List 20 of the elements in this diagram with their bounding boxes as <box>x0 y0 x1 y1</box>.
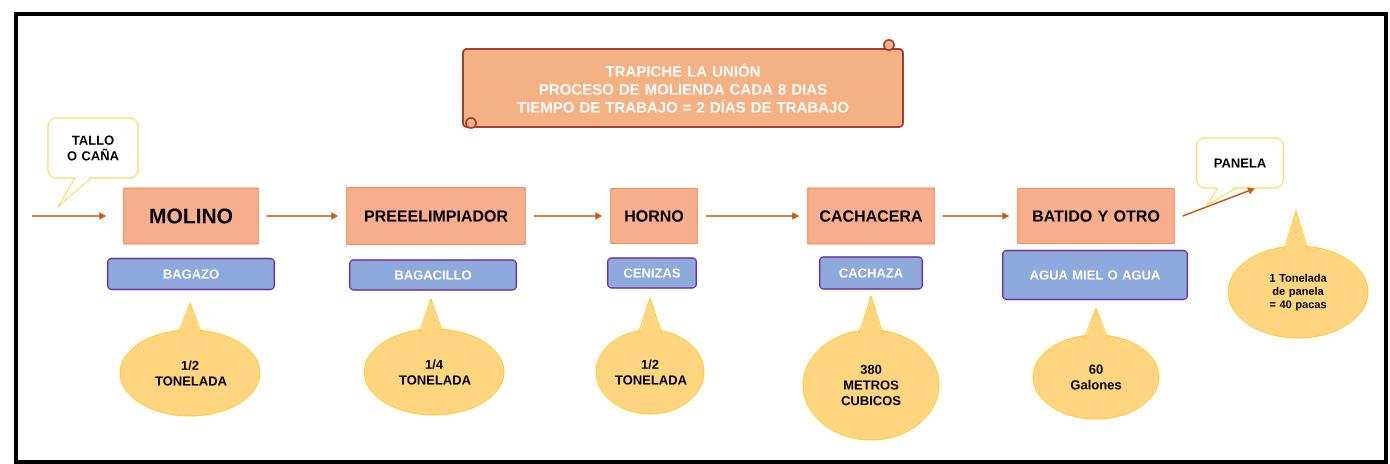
process-box: MOLINO <box>123 187 259 245</box>
byproduct-box: CENIZAS <box>606 257 698 289</box>
arrow <box>1181 187 1255 217</box>
quantity-bubble: 1/2 TONELADA <box>595 297 705 415</box>
quantity-bubble: 1/4 TONELADA <box>363 298 505 416</box>
quantity-bubble: 60 Galones <box>1032 307 1160 420</box>
process-box: PREEELIMPIADOR <box>346 187 526 245</box>
scroll: TRAPICHE LA UNIÓN PROCESO DE MOLIENDA CADA 8 DIAS TIEMPO DE TRABAJO = 2 DÍAS DE TRABAJO <box>462 39 904 129</box>
quantity-bubble: 380 METROS CUBICOS <box>802 295 940 441</box>
process-box: HORNO <box>610 188 698 244</box>
byproduct-box: AGUA MIEL O AGUA <box>1001 249 1189 301</box>
callout-bubble: TALLO O CAÑA <box>47 117 139 208</box>
callout-bubble: PANELA <box>1196 137 1284 206</box>
quantity-bubble: 1 Tonelada de panela = 40 pacas <box>1227 210 1369 339</box>
byproduct-box: CACHAZA <box>818 256 924 290</box>
process-box: CACHACERA <box>807 187 935 245</box>
process-box: BATIDO Y OTRO <box>1017 188 1175 244</box>
byproduct-box: BAGAZO <box>106 257 276 291</box>
quantity-bubble: 1/2 TONELADA <box>119 302 261 417</box>
byproduct-box: BAGACILLO <box>348 259 518 291</box>
